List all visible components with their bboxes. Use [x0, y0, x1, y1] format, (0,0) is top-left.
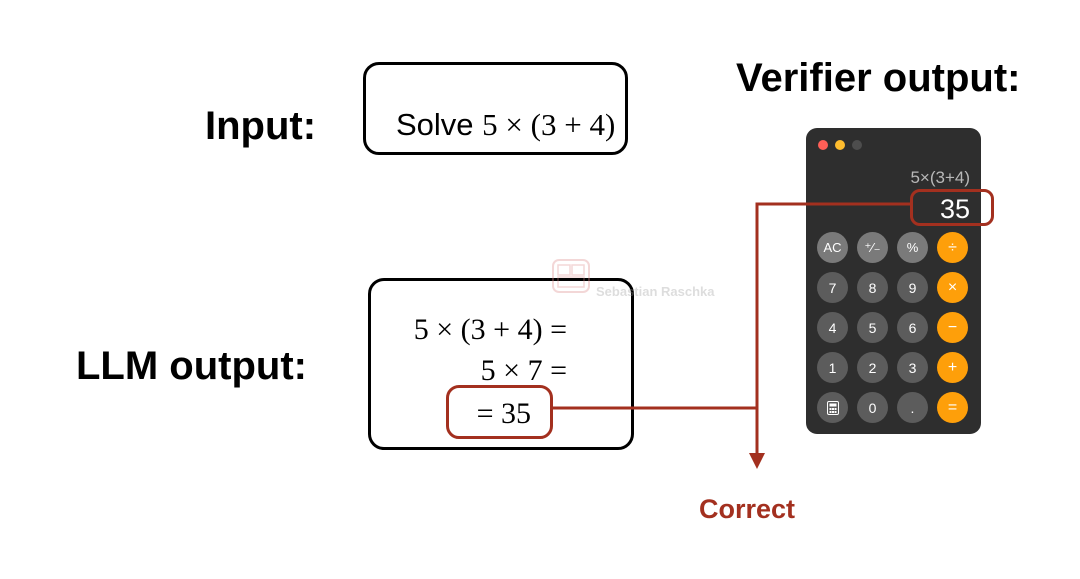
key-1[interactable]: 1: [817, 352, 848, 383]
calculator-window: 5×(3+4) 35 AC ⁺∕₋ % ÷ 7 8 9 × 4 5 6 − 1 …: [806, 128, 981, 434]
window-maximize-icon[interactable]: [852, 140, 862, 150]
calculator-icon: [826, 400, 839, 415]
verdict-label: Correct: [699, 494, 796, 524]
input-word: Solve: [396, 107, 474, 142]
key-8[interactable]: 8: [857, 272, 888, 303]
key-percent[interactable]: %: [897, 232, 928, 263]
llm-output-box: 5 × (3 + 4) = 5 × 7 = = 35: [368, 278, 634, 450]
key-5[interactable]: 5: [857, 312, 888, 343]
input-prompt: Solve 5 × (3 + 4): [396, 109, 615, 140]
input-box: Solve 5 × (3 + 4): [363, 62, 628, 155]
key-multiply[interactable]: ×: [937, 272, 968, 303]
key-calculator-menu[interactable]: [817, 392, 848, 423]
window-close-icon[interactable]: [818, 140, 828, 150]
key-divide[interactable]: ÷: [937, 232, 968, 263]
window-minimize-icon[interactable]: [835, 140, 845, 150]
key-ac[interactable]: AC: [817, 232, 848, 263]
key-decimal[interactable]: .: [897, 392, 928, 423]
key-7[interactable]: 7: [817, 272, 848, 303]
answer-highlight: [446, 385, 553, 439]
watermark-logo-icon: [552, 259, 590, 293]
llm-output-line: 5 × (3 + 4) =: [413, 313, 567, 346]
calculator-result: 35: [939, 194, 970, 224]
verifier-output-label: Verifier output:: [736, 56, 1021, 100]
key-3[interactable]: 3: [897, 352, 928, 383]
llm-output-line: 5 × 7 =: [480, 354, 567, 387]
watermark-text: Sebastian Raschka: [596, 284, 715, 299]
input-expression: 5 × (3 + 4): [482, 107, 616, 142]
key-0[interactable]: 0: [857, 392, 888, 423]
key-2[interactable]: 2: [857, 352, 888, 383]
calculator-expression: 5×(3+4): [910, 168, 970, 187]
arrow-down-icon: [749, 453, 765, 469]
key-add[interactable]: +: [937, 352, 968, 383]
watermark: Sebastian Raschka: [552, 259, 732, 299]
key-plus-minus[interactable]: ⁺∕₋: [857, 232, 888, 263]
key-9[interactable]: 9: [897, 272, 928, 303]
llm-output-label: LLM output:: [76, 344, 307, 388]
key-4[interactable]: 4: [817, 312, 848, 343]
key-6[interactable]: 6: [897, 312, 928, 343]
input-label: Input:: [205, 104, 317, 148]
key-subtract[interactable]: −: [937, 312, 968, 343]
llm-output-answer: = 35: [476, 397, 531, 430]
key-equals[interactable]: =: [937, 392, 968, 423]
result-highlight: [910, 189, 994, 226]
